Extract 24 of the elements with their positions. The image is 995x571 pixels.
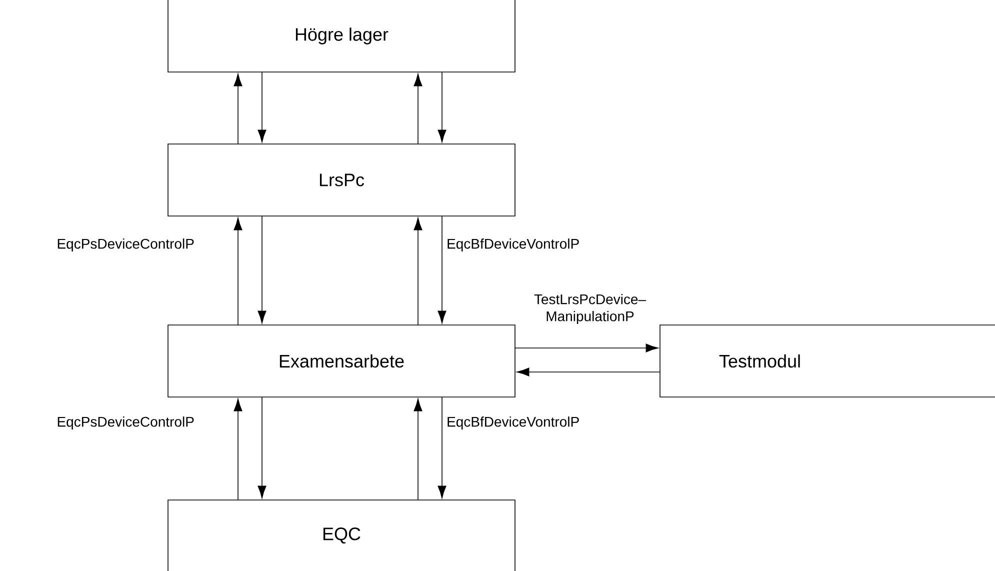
arrow — [258, 72, 266, 142]
arrow — [234, 398, 242, 500]
signal-label: EqcBfDeviceVontrolP — [448, 416, 579, 430]
arrow — [438, 216, 446, 324]
process-box: Högre lager — [168, 0, 516, 72]
signal-label: TestLrsPcDevice– ManipulationP — [534, 294, 646, 324]
process-box: Examensarbete — [168, 324, 516, 398]
arrow — [234, 218, 242, 326]
arrow — [514, 344, 658, 352]
process-box: Testmodul — [660, 324, 995, 398]
arrow — [258, 396, 266, 498]
process-box: LrsPc — [168, 144, 516, 216]
signal-label: EqcPsDeviceControlP — [58, 416, 194, 430]
arrow — [438, 396, 446, 498]
arrow — [516, 368, 660, 376]
arrow — [414, 74, 422, 144]
arrow — [258, 216, 266, 324]
process-box: EQC — [168, 500, 516, 571]
arrow — [414, 398, 422, 500]
arrow — [438, 72, 446, 142]
signal-label: EqcBfDeviceVontrolP — [448, 238, 579, 252]
signal-label: EqcPsDeviceControlP — [58, 238, 194, 252]
arrow — [234, 74, 242, 144]
arrow — [414, 218, 422, 326]
